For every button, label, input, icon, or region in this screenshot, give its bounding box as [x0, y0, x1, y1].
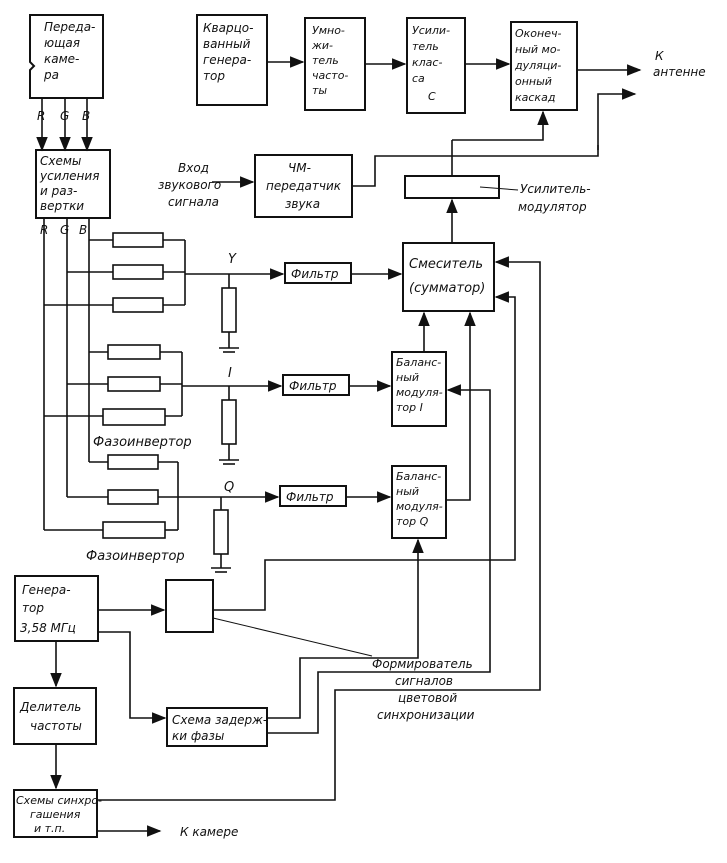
filter-y-label: Фильтр	[291, 267, 339, 281]
svg-text:Схемы синхро- гашения: Схемы синхро- гашения и т.п.	[16, 794, 106, 835]
to-camera-label: К камере	[180, 825, 238, 839]
y-channel-label: Y	[228, 252, 237, 267]
modulator-amplifier-label: Усилитель- модулятор	[518, 182, 594, 214]
svg-text:Схема задерж- ки фазы: Схема задерж- ки фазы	[172, 713, 271, 743]
signal-connections	[36, 56, 642, 837]
sync-blanking-block: Схемы синхро- гашения и т.п.	[13, 789, 106, 838]
antenna-label: К антенне	[653, 49, 706, 79]
filter-q-block	[279, 485, 347, 507]
amplifier-block: Схемы усиления и раз- вертки	[35, 149, 111, 219]
camera-rgb-labels: R G B	[37, 109, 90, 123]
amp-label-2: усиления	[39, 169, 99, 183]
svg-text:Делитель частоты: Делитель частоты	[19, 700, 85, 733]
svg-text:Баланс- ный модуля: Баланс- ный модуля- тор I	[396, 356, 446, 414]
camera-label-4: ра	[43, 68, 59, 82]
svg-text:Смеситель (сумматор): Смеситель (сумматор)	[409, 257, 487, 296]
camera-label-1: Переда-	[44, 20, 95, 34]
svg-text:Переда- ющая каме-: Переда- ющая каме- ра	[43, 20, 99, 82]
burst-shaper-label: Формирователь сигналов цветовой синхрони…	[372, 657, 476, 722]
phase-inverter-label-1: Фазоинвертор	[93, 435, 192, 450]
camera-block: Переда- ющая каме- ра	[29, 14, 104, 99]
amp-label-1: Схемы	[40, 154, 81, 168]
svg-text:Оконеч- ный мо- ду: Оконеч- ный мо- дуляци- онный каскад	[514, 27, 565, 104]
mixer-block: Смеситель (сумматор)	[402, 242, 495, 312]
filter-i-label: Фильтр	[289, 379, 337, 393]
crystal-generator-block: Кварцо- ванный генера- тор	[196, 14, 268, 106]
svg-text:Усили- тель клас-: Усили- тель клас- са С	[412, 24, 454, 103]
svg-text:ЧМ- передатчик зву: ЧМ- передатчик звука	[266, 161, 345, 211]
camera-label-3: каме-	[44, 52, 79, 66]
class-c-amplifier-block: Усили- тель клас- са С	[406, 17, 466, 114]
svg-text:Умно- жи- тель: Умно- жи- тель часто- ты	[311, 24, 352, 97]
svg-text:Баланс- ный модуля: Баланс- ный модуля- тор Q	[396, 470, 446, 528]
phase-delay-block: Схема задерж- ки фазы	[166, 707, 271, 747]
filter-q-label: Фильтр	[286, 490, 334, 504]
svg-text:Генера- тор 3,58 М: Генера- тор 3,58 МГц	[20, 583, 76, 635]
final-modulated-stage-block: Оконеч- ный мо- дуляци- онный каскад	[510, 21, 578, 111]
fm-sound-transmitter-block: ЧМ- передатчик звука	[254, 154, 353, 218]
burst-shaper-block	[165, 579, 214, 633]
audio-input-label: Вход звукового сигнала	[158, 161, 225, 209]
frequency-divider-block: Делитель частоты	[13, 687, 97, 745]
amp-label-3: и раз-	[40, 184, 77, 198]
i-channel-label: I	[228, 366, 232, 381]
frequency-multiplier-block: Умно- жи- тель часто- ты	[304, 17, 366, 111]
balanced-modulator-i-block: Баланс- ный модуля- тор I	[391, 351, 447, 427]
filter-i-block	[282, 374, 350, 396]
camera-label-2: ющая	[44, 36, 80, 50]
svg-text:Схемы усиления и р: Схемы усиления и раз- вертки	[39, 154, 103, 213]
amp-label-4: вертки	[40, 199, 84, 213]
svg-text:Кварцо- ванный ген: Кварцо- ванный генера- тор	[203, 21, 257, 83]
amp-rgb-labels: R G B	[40, 223, 87, 237]
balanced-modulator-q-block: Баланс- ный модуля- тор Q	[391, 465, 447, 539]
filter-y-block	[284, 262, 352, 284]
generator-358-block: Генера- тор 3,58 МГц	[14, 575, 99, 642]
phase-inverter-label-2: Фазоинвертор	[86, 549, 185, 564]
q-channel-label: Q	[224, 480, 234, 495]
